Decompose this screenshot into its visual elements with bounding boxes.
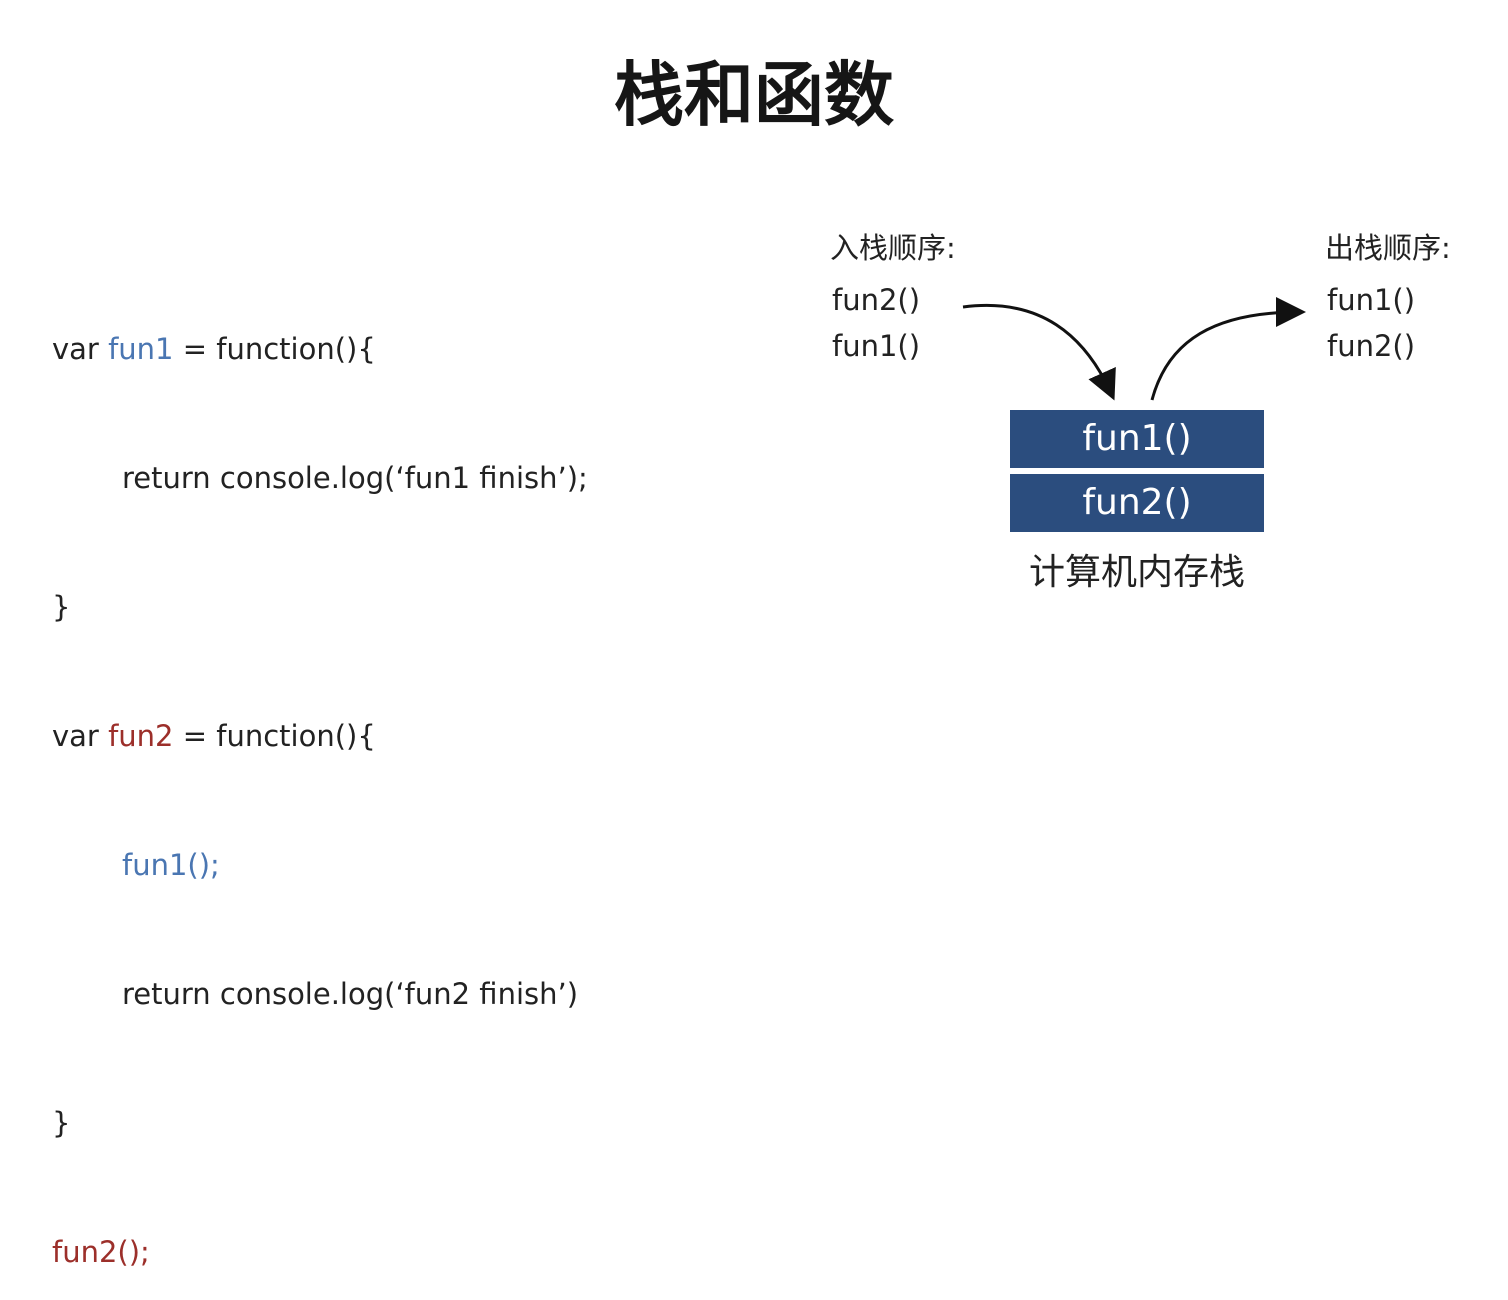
code-text: } bbox=[52, 590, 71, 624]
stack-frame-top: fun1() bbox=[1010, 410, 1264, 468]
push-order-item: fun1() bbox=[832, 329, 921, 363]
code-line-8: fun2(); bbox=[52, 1231, 588, 1274]
code-text: } bbox=[52, 1106, 71, 1140]
code-fun2-name: fun2 bbox=[108, 719, 174, 753]
push-order-item: fun2() bbox=[832, 283, 921, 317]
pop-arrow bbox=[1150, 297, 1306, 401]
code-keyword: var bbox=[52, 332, 109, 366]
code-line-6: return console.log(‘fun2 finish’) bbox=[52, 973, 588, 1016]
stack-frame-bottom: fun2() bbox=[1010, 474, 1264, 532]
arrows-diagram bbox=[962, 297, 1306, 401]
code-fun1-call: fun1(); bbox=[122, 848, 220, 882]
code-fun2-call: fun2(); bbox=[52, 1235, 150, 1269]
pop-order-item: fun1() bbox=[1327, 283, 1416, 317]
push-order-heading: 入栈顺序: bbox=[830, 231, 956, 265]
code-text: return console.log(‘fun1 finish’); bbox=[122, 461, 588, 495]
push-arrow bbox=[962, 303, 1116, 401]
code-line-1: var fun1 = function(){ bbox=[52, 328, 588, 371]
pop-order-item: fun2() bbox=[1327, 329, 1416, 363]
code-line-3: } bbox=[52, 586, 588, 629]
slide-title: 栈和函数 bbox=[614, 54, 894, 136]
code-keyword: var bbox=[52, 719, 109, 753]
code-line-5: fun1(); bbox=[52, 844, 588, 887]
code-line-4: var fun2 = function(){ bbox=[52, 715, 588, 758]
code-text: = function(){ bbox=[173, 719, 376, 753]
code-fun1-name: fun1 bbox=[108, 332, 174, 366]
pop-order-heading: 出栈顺序: bbox=[1325, 231, 1451, 265]
stack-caption: 计算机内存栈 bbox=[1028, 552, 1245, 593]
code-line-7: } bbox=[52, 1102, 588, 1145]
code-line-2: return console.log(‘fun1 finish’); bbox=[52, 457, 588, 500]
code-text: return console.log(‘fun2 finish’) bbox=[122, 977, 579, 1011]
code-text: = function(){ bbox=[173, 332, 376, 366]
